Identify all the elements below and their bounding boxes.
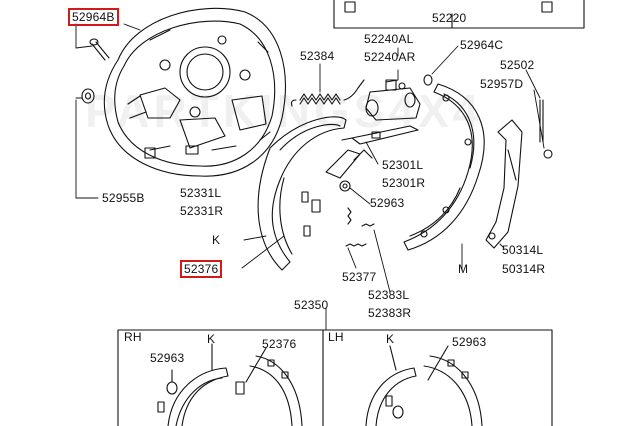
wheel-cylinder-52240A — [365, 74, 433, 121]
label-rh-52963: 52963 — [150, 351, 185, 365]
label-lh-K: K — [386, 332, 395, 346]
label-52383R: 52383R — [368, 306, 412, 320]
lever-52331 — [325, 149, 373, 192]
label-52350: 52350 — [294, 298, 329, 312]
bolt-52964B — [81, 38, 110, 104]
label-rh-52376: 52376 — [262, 337, 297, 351]
box-52350 — [117, 329, 553, 426]
label-52383L: 52383L — [368, 288, 410, 302]
label-52963: 52963 — [370, 196, 405, 210]
label-52331L: 52331L — [180, 186, 222, 200]
label-rh-K: K — [207, 332, 216, 346]
spring-52384 — [290, 79, 365, 107]
label-LH: LH — [328, 330, 344, 344]
adjuster-52301 — [341, 125, 419, 145]
label-M: M — [458, 262, 469, 276]
label-52240AR: 52240AR — [364, 50, 416, 64]
label-50314L: 50314L — [502, 243, 544, 257]
label-52377: 52377 — [342, 270, 377, 284]
label-50314R: 50314R — [502, 262, 546, 276]
label-52384: 52384 — [300, 49, 335, 63]
label-lh-52963: 52963 — [452, 335, 487, 349]
label-52964B: 52964B — [68, 8, 119, 26]
pin-52502 — [539, 99, 553, 159]
rh-shoes — [157, 343, 303, 426]
shoe-center — [257, 116, 347, 271]
label-52955B: 52955B — [102, 191, 145, 205]
label-52502: 52502 — [500, 58, 535, 72]
springs-small — [345, 207, 375, 247]
backing-plate-drawing — [103, 7, 286, 177]
label-52220: 52220 — [432, 11, 467, 25]
leader-lines — [75, 23, 545, 331]
label-52957D: 52957D — [480, 77, 524, 91]
label-52240AL: 52240AL — [364, 32, 414, 46]
box-52220 — [333, 0, 585, 29]
label-52331R: 52331R — [180, 204, 224, 218]
label-52301L: 52301L — [382, 158, 424, 172]
label-K: K — [212, 233, 221, 247]
label-52964C: 52964C — [460, 38, 504, 52]
shoe-right-M — [403, 83, 485, 251]
label-52376: 52376 — [180, 260, 223, 278]
label-RH: RH — [124, 330, 142, 344]
label-52301R: 52301R — [382, 176, 426, 190]
lh-shoes — [365, 345, 483, 426]
parking-lever-50314 — [485, 119, 523, 249]
